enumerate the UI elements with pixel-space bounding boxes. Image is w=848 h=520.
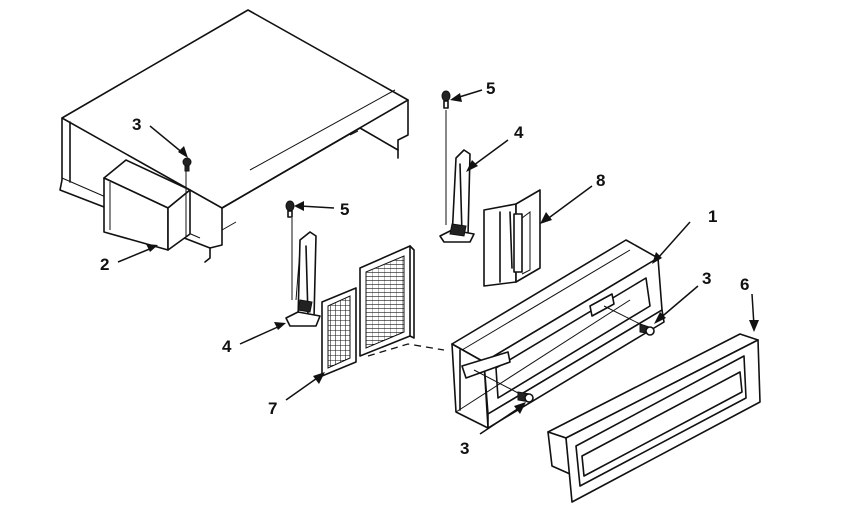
part-5-screw-right [441,90,451,225]
callout-4-right-label: 4 [514,123,524,142]
part-6-front-bezel [547,333,761,503]
callout-7: 7 [268,372,325,418]
callout-3-top: 3 [132,115,188,158]
cabinet-chassis [59,9,409,263]
part-1-front-frame [451,239,665,429]
part-3-screw-right [603,305,655,336]
callout-2-label: 2 [100,255,109,274]
part-5-screw-left [285,200,295,300]
callout-5-left-label: 5 [340,200,349,219]
callout-3-bottom: 3 [460,402,526,458]
callout-2: 2 [100,244,158,274]
callout-3-right-label: 3 [702,269,711,288]
callout-8: 8 [540,171,605,224]
callout-1: 1 [652,207,717,264]
callout-8-label: 8 [596,171,605,190]
part-7-grille [321,245,445,377]
callout-3-bottom-label: 3 [460,439,469,458]
part-3-screw-bottom [473,369,534,403]
callout-6-label: 6 [740,275,749,294]
part-2-control-box [103,159,191,251]
callout-3-top-label: 3 [132,115,141,134]
callout-5-right: 5 [450,79,495,102]
part-8-side-panel [483,189,541,287]
callout-5-right-label: 5 [486,79,495,98]
callout-7-label: 7 [268,399,277,418]
callout-5-left: 5 [294,200,349,219]
callout-4-right: 4 [466,123,524,172]
callout-6: 6 [740,275,759,332]
part-4-bracket-right [439,149,475,243]
part-3-screw-top [182,157,192,215]
callout-4-left: 4 [222,322,286,356]
callout-4-left-label: 4 [222,337,232,356]
part-4-bracket-left [285,231,321,327]
callout-3-right: 3 [654,269,711,324]
callout-1-label: 1 [708,207,717,226]
